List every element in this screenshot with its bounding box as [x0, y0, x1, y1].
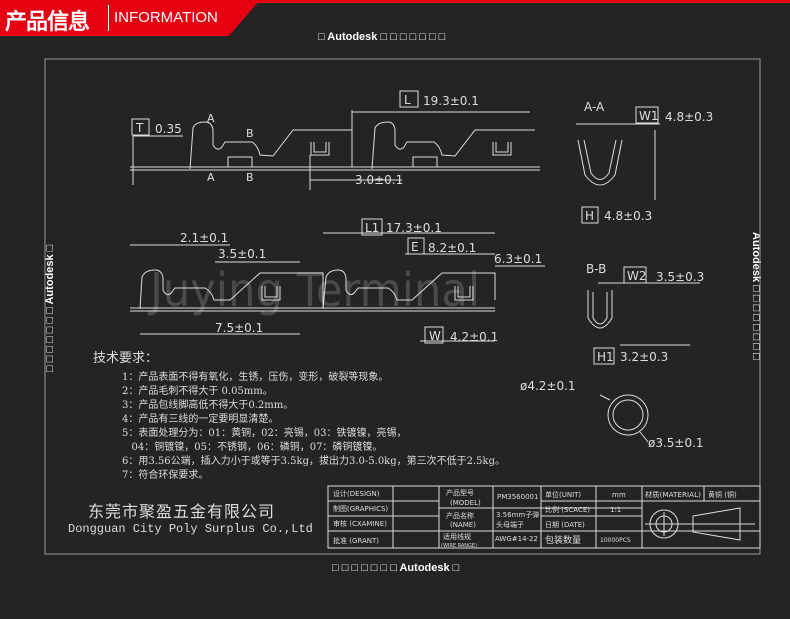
requirements-title: 技术要求： [93, 351, 159, 366]
requirement-item: 3：产品包线脚高低不得大于0.2mm。 [122, 400, 294, 411]
dim-2-1: 2.1±0.1 [180, 231, 228, 245]
section-bb-title: B-B [586, 262, 606, 276]
l1-label: L1 [365, 221, 379, 235]
qty-label: 包装数量 [545, 534, 581, 546]
company-name-en: Dongguan City Poly Surplus Co.,Ltd [68, 522, 313, 536]
l-label: L [404, 93, 411, 107]
l1-value: 17.3±0.1 [386, 221, 442, 235]
h-label: H [585, 209, 594, 223]
caption-top: □ Autodesk □ □ □ □ □ □ □ [318, 31, 446, 43]
length-value: 19.3±0.1 [423, 94, 479, 108]
grant-label: 批准 (GRANT) [333, 536, 379, 545]
requirement-item: 7：符合环保要求。 [122, 470, 209, 481]
wire-label: 适用线规 [443, 532, 471, 541]
dim-3-5: 3.5±0.1 [218, 247, 266, 261]
name-label-en: (NAME) [450, 521, 476, 529]
requirement-item: 1：产品表面不得有氧化，生锈，压伤，变形，破裂等现象。 [122, 372, 389, 383]
w1-value: 4.8±0.3 [665, 110, 713, 124]
top-accent-line [0, 0, 790, 3]
design-label: 设计(DESIGN) [333, 489, 380, 498]
unit-label: 单位(UNIT) [545, 490, 581, 499]
w2-value: 3.5±0.3 [656, 270, 704, 284]
wire-value: AWG#14-22 [495, 535, 538, 543]
unit-value: mm [612, 491, 626, 499]
qty-value: 10000PCS [600, 537, 631, 544]
requirement-item: 5：表面处理分为：01：黄铜，02：亮锡，03：铁镀镍，亮锡， [122, 428, 407, 439]
requirement-item: 6：用3.56公端，插入力小于或等于3.5kg，拔出力3.0-5.0kg，第三次… [122, 456, 506, 467]
model-value: PM3560001 [497, 493, 538, 501]
section-aa-title: A-A [584, 100, 605, 114]
w-value: 4.2±0.1 [450, 330, 498, 344]
terminal-strip-top: T 0.35 L 19.3±0.1 3.0±0.1 A A B B [130, 90, 540, 190]
w-label: W [429, 329, 441, 343]
graphics-label: 制图(GRAPHICS) [333, 504, 388, 513]
thickness-value: 0.35 [155, 122, 182, 136]
company-name-cn: 东莞市聚盈五金有限公司 [88, 502, 276, 521]
e-label: E [411, 240, 419, 254]
date-label: 日期 (DATE) [545, 521, 585, 529]
requirement-item: 04：铜镀镍，05：不锈钢，06：磷铜，07：磷铜镀镍。 [122, 442, 383, 453]
terminal-strip-middle: 2.1±0.1 3.5±0.1 L1 17.3±0.1 E 8.2±0.1 6.… [130, 218, 545, 344]
caption-bottom: □ □ □ □ □ □ □ Autodesk □ [332, 562, 460, 574]
drawing-frame [44, 58, 761, 555]
examine-label: 审核 (CXAMINE) [333, 519, 387, 528]
requirement-item: 2：产品毛刺不得大于 0.05mm。 [122, 386, 273, 397]
section-aa: A-A W1 4.8±0.3 H 4.8±0.3 [576, 100, 713, 224]
material-value: 黄铜 (铜) [708, 490, 737, 499]
requirement-item: 4：产品有三线的一定要明显清楚。 [122, 414, 279, 425]
brand-cn: 产品信息 [5, 10, 90, 35]
pitch-value: 3.0±0.1 [355, 173, 403, 187]
title-block: 设计(DESIGN) 制图(GRAPHICS) 审核 (CXAMINE) 批准 … [327, 485, 761, 549]
w2-label: W2 [627, 269, 647, 283]
scale-label: 比例 (SCACE) [545, 505, 590, 514]
wire-label-en: (WIRE RANGE) [441, 543, 477, 549]
scale-value: 1:1 [610, 506, 621, 514]
section-bb: B-B W2 3.5±0.3 H1 3.2±0.3 ø4.2±0.1 ø3.5±… [520, 262, 704, 450]
divider [108, 5, 109, 31]
section-b-mark: B [246, 171, 254, 184]
name-value-1: 3.56mm子弹 [496, 510, 539, 519]
brand-en: INFORMATION [114, 9, 218, 26]
section-a-mark: A [207, 171, 215, 184]
section-b-mark: B [246, 127, 254, 140]
dim-6-3: 6.3±0.1 [494, 252, 542, 266]
h-value: 4.8±0.3 [604, 209, 652, 223]
h1-value: 3.2±0.3 [620, 350, 668, 364]
watermark: Juying Terminal [147, 263, 480, 317]
w1-label: W1 [639, 109, 659, 123]
t-label: T [135, 121, 144, 135]
section-a-mark: A [207, 112, 215, 125]
e-value: 8.2±0.1 [428, 241, 476, 255]
dim-7-5: 7.5±0.1 [215, 321, 263, 335]
material-label: 材质(MATERIAL) [645, 490, 701, 499]
model-label: 产品型号 [446, 488, 474, 497]
header-tab: 产品信息 INFORMATION [0, 0, 260, 36]
diameter-inner: ø3.5±0.1 [648, 436, 704, 450]
model-label-en: (MODEL) [450, 499, 481, 507]
h1-label: H1 [597, 350, 614, 364]
name-label: 产品名称 [446, 511, 474, 520]
name-value-2: 头母端子 [496, 520, 524, 529]
slot [310, 142, 330, 156]
diameter-outer: ø4.2±0.1 [520, 379, 576, 393]
